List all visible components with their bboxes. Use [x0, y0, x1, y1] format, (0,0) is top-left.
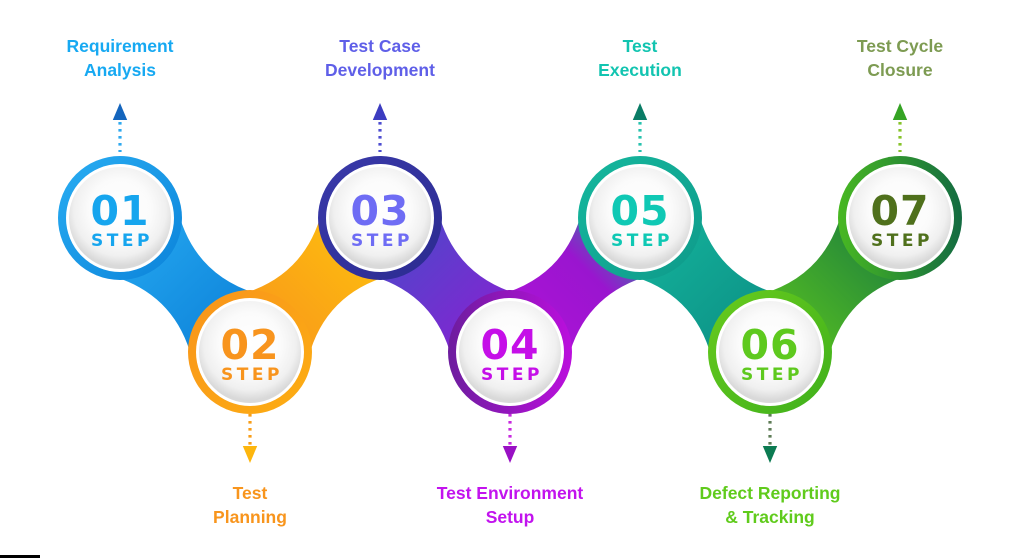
step-group-6: 06 STEP Defect Reporting & Tracking: [700, 290, 841, 527]
step1-label: STEP: [91, 231, 153, 251]
step1-arrow-up-icon: [112, 103, 128, 120]
step1-face: [69, 167, 171, 269]
step4-arrow-down-icon: [502, 446, 518, 463]
step5-arrow-up-icon: [632, 103, 648, 120]
step2-title-line1: Test: [233, 483, 268, 503]
step7-title-line2: Closure: [867, 60, 932, 80]
step3-number: 03: [350, 187, 409, 235]
step-group-1: 01 STEP Requirement Analysis: [58, 36, 182, 280]
step3-label: STEP: [351, 231, 413, 251]
step6-face: [719, 301, 821, 403]
step6-label: STEP: [741, 365, 803, 385]
step6-title-line2: & Tracking: [725, 507, 814, 527]
step3-title-line1: Test Case: [339, 36, 421, 56]
step5-title-line2: Execution: [598, 60, 682, 80]
step7-title-line1: Test Cycle: [857, 36, 944, 56]
step-group-7: 07 STEP Test Cycle Closure: [838, 36, 962, 280]
corner-bar: [0, 555, 40, 558]
step-group-3: 03 STEP Test Case Development: [318, 36, 442, 280]
step1-title-line2: Analysis: [84, 60, 156, 80]
step7-arrow-up-icon: [892, 103, 908, 120]
step6-number: 06: [740, 321, 799, 369]
step4-label: STEP: [481, 365, 543, 385]
step4-face: [459, 301, 561, 403]
step4-title-line1: Test Environment: [437, 483, 584, 503]
step3-face: [329, 167, 431, 269]
step-group-2: 02 STEP Test Planning: [188, 290, 312, 527]
step6-arrow-down-icon: [762, 446, 778, 463]
step6-title-line1: Defect Reporting: [700, 483, 841, 503]
step5-label: STEP: [611, 231, 673, 251]
step3-arrow-up-icon: [372, 103, 388, 120]
step2-title-line2: Planning: [213, 507, 287, 527]
step-group-4: 04 STEP Test Environment Setup: [437, 290, 584, 527]
step5-number: 05: [610, 187, 669, 235]
step7-label: STEP: [871, 231, 933, 251]
step3-title-line2: Development: [325, 60, 435, 80]
step2-arrow-down-icon: [242, 446, 258, 463]
step7-face: [849, 167, 951, 269]
step4-number: 04: [480, 321, 539, 369]
step1-title-line1: Requirement: [67, 36, 174, 56]
step5-face: [589, 167, 691, 269]
step4-title-line2: Setup: [486, 507, 535, 527]
step7-number: 07: [870, 187, 929, 235]
step2-face: [199, 301, 301, 403]
step2-number: 02: [220, 321, 279, 369]
step1-number: 01: [90, 187, 149, 235]
step-group-5: 05 STEP Test Execution: [578, 36, 702, 280]
step5-title-line1: Test: [623, 36, 658, 56]
step2-label: STEP: [221, 365, 283, 385]
